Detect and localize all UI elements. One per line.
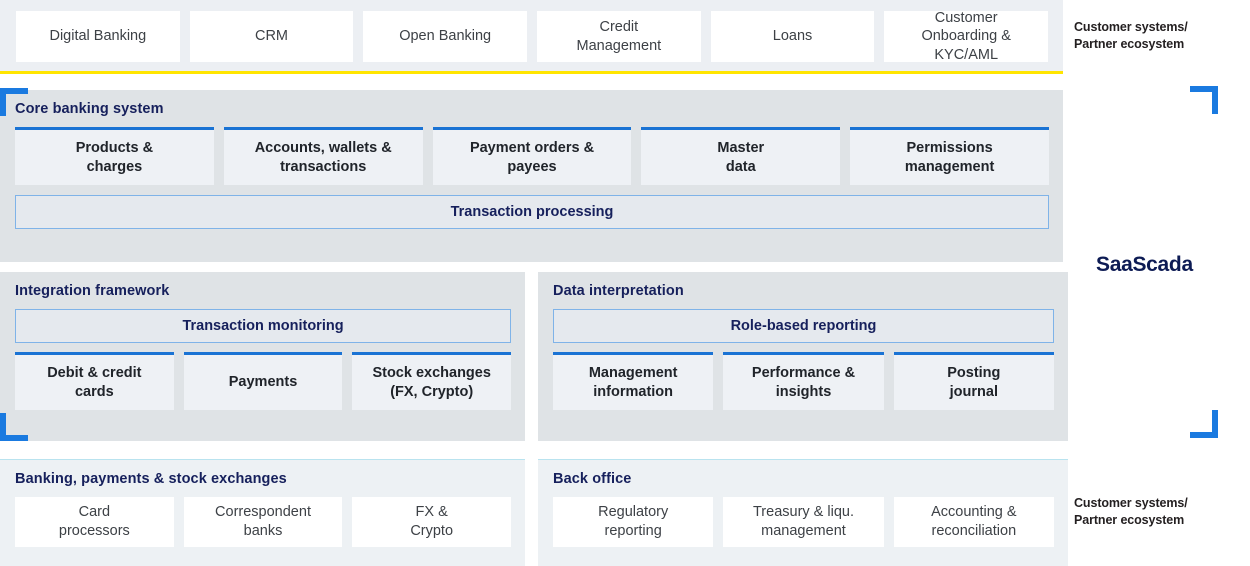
strip-card-digital-banking[interactable]: Digital Banking bbox=[16, 11, 180, 62]
core-banking-card-row: Products &charges Accounts, wallets &tra… bbox=[15, 127, 1049, 185]
banking-payments-panel: Banking, payments & stock exchanges Card… bbox=[0, 459, 525, 566]
strip-card-loans[interactable]: Loans bbox=[710, 11, 875, 62]
strip-card-open-banking[interactable]: Open Banking bbox=[363, 11, 528, 62]
core-card-products-charges[interactable]: Products &charges bbox=[15, 127, 214, 185]
back-office-card-accounting-reconciliation[interactable]: Accounting &reconciliation bbox=[893, 497, 1054, 547]
integration-card-payments[interactable]: Payments bbox=[183, 352, 343, 410]
integration-card-stock-exchanges[interactable]: Stock exchanges(FX, Crypto) bbox=[352, 352, 512, 410]
transaction-monitoring-bar[interactable]: Transaction monitoring bbox=[15, 309, 511, 343]
integration-framework-title: Integration framework bbox=[15, 283, 170, 299]
role-based-reporting-bar[interactable]: Role-based reporting bbox=[553, 309, 1054, 343]
banking-payments-title: Banking, payments & stock exchanges bbox=[15, 471, 287, 487]
annotation-bottom-line-2: Partner ecosystem bbox=[1074, 512, 1185, 527]
data-interpretation-panel: Data interpretation Role-based reporting… bbox=[538, 272, 1068, 441]
annotation-top-line-1: Customer systems/ bbox=[1074, 20, 1188, 34]
back-office-title: Back office bbox=[553, 471, 632, 487]
banking-card-fx-crypto[interactable]: FX &Crypto bbox=[352, 497, 512, 547]
data-interpretation-title: Data interpretation bbox=[553, 283, 684, 299]
integration-framework-panel: Integration framework Transaction monito… bbox=[0, 272, 525, 441]
annotation-bottom-line-1: Customer systems/ bbox=[1074, 496, 1188, 510]
back-office-card-treasury-liquidity[interactable]: Treasury & liqu.management bbox=[723, 497, 884, 547]
corner-bracket-bottom-left-icon bbox=[0, 413, 28, 441]
corner-bracket-bottom-right-icon bbox=[1190, 410, 1218, 438]
core-card-payment-orders-payees[interactable]: Payment orders &payees bbox=[432, 127, 632, 185]
core-card-accounts-wallets-transactions[interactable]: Accounts, wallets &transactions bbox=[223, 127, 423, 185]
saascada-logo: SaaScada bbox=[1096, 253, 1193, 276]
annotation-customer-systems-bottom: Customer systems/ Partner ecosystem bbox=[1074, 495, 1244, 528]
corner-bracket-top-left-icon bbox=[0, 88, 28, 116]
annotation-top-line-2: Partner ecosystem bbox=[1074, 36, 1185, 51]
core-banking-system-title: Core banking system bbox=[15, 101, 164, 117]
transaction-processing-bar[interactable]: Transaction processing bbox=[15, 195, 1049, 229]
core-banking-system-panel: Core banking system Products &charges Ac… bbox=[0, 90, 1063, 262]
corner-bracket-top-right-icon bbox=[1190, 86, 1218, 114]
data-card-performance-insights[interactable]: Performance &insights bbox=[723, 352, 884, 410]
strip-card-crm[interactable]: CRM bbox=[189, 11, 354, 62]
annotation-customer-systems-top: Customer systems/ Partner ecosystem bbox=[1074, 19, 1244, 52]
